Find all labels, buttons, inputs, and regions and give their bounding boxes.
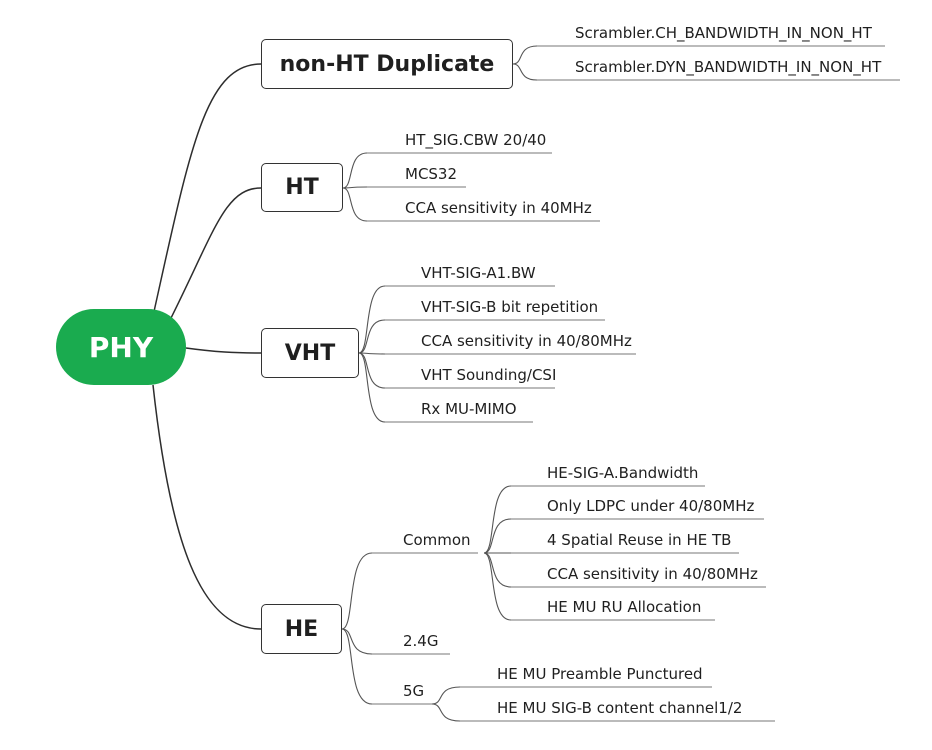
branch-node-non-ht-duplicate[interactable]: non-HT Duplicate [261,39,513,89]
leaf-he-mu-preamble-punctured[interactable]: HE MU Preamble Punctured [497,665,703,683]
leaf-vht-2-connector [358,352,386,355]
leaf-he-cca-sensitivity[interactable]: CCA sensitivity in 40/80MHz [547,565,758,583]
leaf-vht-sounding-csi[interactable]: VHT Sounding/CSI [421,366,557,384]
subnode-5g-connector [341,628,373,705]
subnode-2-4g-connector [341,628,373,655]
root-to-vht-connector [185,347,262,354]
leaf-vht-1-connector [358,319,386,354]
leaf-vht-0-connector [358,285,386,354]
leaf-common-4-connector [483,552,512,621]
leaf-cca-40-connector [342,187,368,222]
leaf-he-mu-sig-b-content-channel[interactable]: HE MU SIG-B content channel1/2 [497,699,743,717]
subnode-5g[interactable]: 5G [403,682,425,700]
leaf-cca-sensitivity-40mhz[interactable]: CCA sensitivity in 40MHz [405,199,592,217]
leaf-he-mu-ru-allocation[interactable]: HE MU RU Allocation [547,598,702,616]
leaf-scrambler-ch-bandwidth[interactable]: Scrambler.CH_BANDWIDTH_IN_NON_HT [575,24,872,42]
subnode-2-4g[interactable]: 2.4G [403,632,439,650]
leaf-common-0-connector [483,485,512,554]
leaf-5g-preamble-connector [431,686,461,705]
branch-label: non-HT Duplicate [279,51,495,77]
branch-label: HE [284,616,319,642]
root-node-phy[interactable]: PHY [56,309,186,385]
leaf-spatial-reuse[interactable]: 4 Spatial Reuse in HE TB [547,531,732,549]
subnode-common[interactable]: Common [403,531,471,549]
branch-node-vht[interactable]: VHT [261,328,359,378]
root-to-ht-connector [169,187,262,321]
root-to-he-connector [152,384,262,630]
leaf-5g-sigb-connector [431,703,461,722]
leaf-mcs32[interactable]: MCS32 [405,165,458,183]
branch-label: VHT [284,340,336,366]
leaf-common-1-connector [483,518,512,554]
leaf-only-ldpc[interactable]: Only LDPC under 40/80MHz [547,497,755,515]
leaf-ht-sig-connector [342,152,368,189]
leaf-scrambler-ch-connector [512,45,538,65]
branch-node-ht[interactable]: HT [261,163,343,212]
leaf-scrambler-dyn-connector [512,63,538,81]
leaf-vht-sig-a1-bw[interactable]: VHT-SIG-A1.BW [421,264,536,282]
branch-node-he[interactable]: HE [261,604,342,654]
leaf-common-3-connector [483,552,512,588]
leaf-mcs32-connector [342,186,368,189]
root-node-label: PHY [88,330,154,364]
branch-label: HT [285,175,319,200]
leaf-vht-sig-b-bit-repetition[interactable]: VHT-SIG-B bit repetition [421,298,599,316]
subnode-common-connector [341,552,373,630]
root-to-non-ht-connector [152,63,262,317]
leaf-vht-4-connector [358,352,386,423]
leaf-scrambler-dyn-bandwidth[interactable]: Scrambler.DYN_BANDWIDTH_IN_NON_HT [575,58,882,76]
leaf-vht-3-connector [358,352,386,389]
leaf-he-sig-a-bandwidth[interactable]: HE-SIG-A.Bandwidth [547,464,699,482]
leaf-vht-cca-sensitivity[interactable]: CCA sensitivity in 40/80MHz [421,332,632,350]
leaf-ht-sig-cbw[interactable]: HT_SIG.CBW 20/40 [405,131,547,149]
leaf-rx-mu-mimo[interactable]: Rx MU-MIMO [421,400,517,418]
